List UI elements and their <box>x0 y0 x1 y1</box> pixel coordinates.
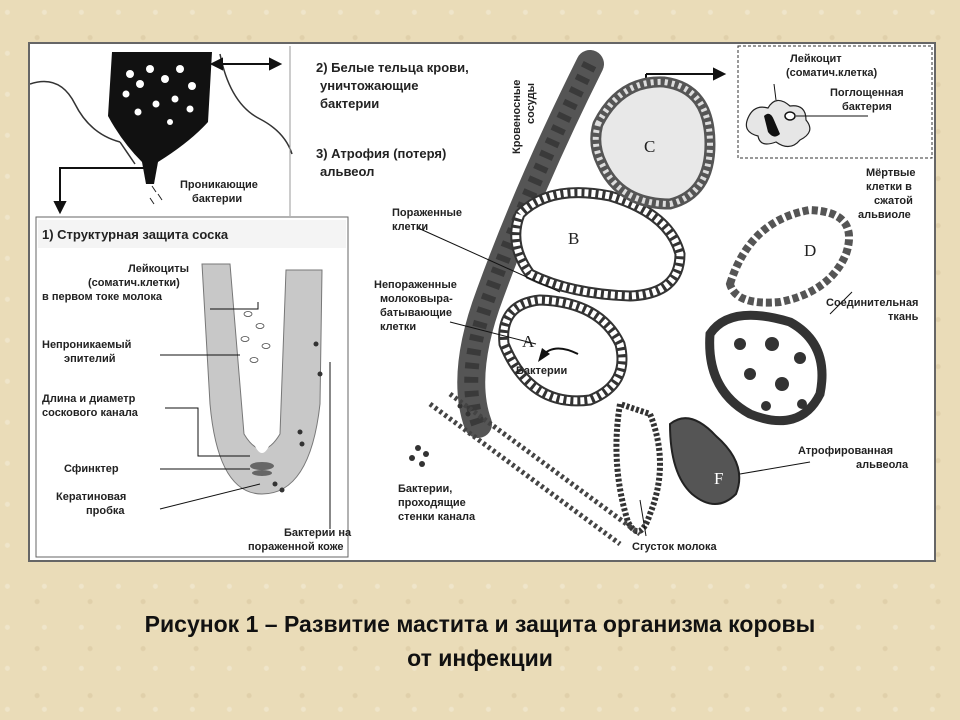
blood-vessels-label-1: Кровеносные <box>511 80 523 154</box>
section3-line1: 3) Атрофия (потеря) <box>316 146 446 161</box>
affected-cells-label-1: Пораженные <box>392 207 462 219</box>
section1-title: 1) Структурная защита соска <box>42 227 229 242</box>
letter-a: A <box>522 332 535 351</box>
leukocyte-cell <box>745 99 811 148</box>
alveolus-a <box>498 294 628 407</box>
alveolus-b <box>510 187 686 302</box>
atrophied-label-2: альвеола <box>856 459 909 471</box>
letter-e: E <box>766 363 776 382</box>
milk-leukocytes <box>240 311 271 363</box>
inset-leader-lines <box>773 83 868 117</box>
sphincter-label: Сфинктер <box>64 463 119 475</box>
letter-b: B <box>568 229 579 248</box>
penetrating-label-1: Проникающие <box>180 179 258 191</box>
mastitis-diagram: A B C D E F 1) Структурная защита соска … <box>30 45 933 558</box>
atrophied-label-1: Атрофированная <box>798 445 893 457</box>
unaffected-label-4: клетки <box>380 321 416 333</box>
alveolus-c <box>590 76 716 210</box>
penetrating-label-2: бактерии <box>192 193 242 205</box>
blood-vessels-label-2: сосуды <box>525 83 537 124</box>
letter-f: F <box>714 469 723 488</box>
connective-label-2: ткань <box>888 311 919 323</box>
canal-bacteria-label-3: стенки канала <box>398 511 476 523</box>
dead-cells-label-4: альвиоле <box>858 209 911 221</box>
leader-lines <box>417 227 853 537</box>
canal-bacteria-label-1: Бактерии, <box>398 483 452 495</box>
udder-drawing <box>30 53 293 165</box>
diagram-panel: A B C D E F 1) Структурная защита соска … <box>28 42 936 562</box>
absorbed-label-1: Поглощенная <box>830 87 904 99</box>
unaffected-label-1: Непораженные <box>374 279 457 291</box>
dead-cells-label-1: Мёртвые <box>866 167 916 179</box>
impermeable-label-1: Непроникаемый <box>42 339 131 351</box>
canal-bacteria-label-2: проходящие <box>398 497 466 509</box>
dead-cells-label-3: сжатой <box>874 195 913 207</box>
section2-line2: уничтожающие <box>320 78 418 93</box>
teat-leader-lines <box>159 302 331 529</box>
canal-length-label-2: соскового канала <box>42 407 139 419</box>
sphincter-mark <box>250 462 274 476</box>
milk-duct <box>613 400 663 535</box>
teat-canal-inner <box>233 274 282 453</box>
section2-line1: 2) Белые тельца крови, <box>316 60 469 75</box>
keratin-label-2: пробка <box>86 505 125 517</box>
connective-label-1: Соединительная <box>826 297 918 309</box>
canal-length-label-1: Длина и диаметр <box>42 393 136 405</box>
gland-lobules <box>122 65 196 125</box>
letter-c: C <box>644 137 655 156</box>
letter-d: D <box>804 241 816 260</box>
labels: 1) Структурная защита соска 2) Белые тел… <box>42 53 919 553</box>
canal-bacteria-dots <box>409 403 471 467</box>
leukocytes-label-3: в первом токе молока <box>42 291 163 303</box>
figure-caption-line1: Рисунок 1 – Развитие мастита и защита ор… <box>144 611 816 637</box>
leukocyte-nucleus <box>764 113 780 137</box>
dead-cells-label-2: клетки в <box>866 181 912 193</box>
alveolus-d <box>725 205 854 307</box>
keratin-label-1: Кератиновая <box>56 491 126 503</box>
skin-bacteria-dots <box>272 341 323 493</box>
absorbed-bacterium <box>784 111 796 121</box>
unaffected-label-3: батывающие <box>380 307 452 319</box>
alveolus-e <box>705 310 827 426</box>
penetrating-arrows <box>149 185 163 205</box>
leukocyte-inset-label-2: (соматич.клетка) <box>786 67 878 79</box>
impermeable-label-2: эпителий <box>64 353 116 365</box>
leukocytes-label-1: Лейкоциты <box>128 263 189 275</box>
alveolus-f <box>668 417 741 505</box>
unaffected-label-2: молоковыра- <box>380 293 453 305</box>
leukocytes-label-2: (соматич.клетки) <box>88 277 180 289</box>
section3-line2: альвеол <box>320 164 374 179</box>
affected-cells-label-2: клетки <box>392 221 428 233</box>
teat <box>142 162 158 184</box>
udder-gland <box>108 52 212 172</box>
section2-line3: бактерии <box>320 96 379 111</box>
skin-bacteria-label-2: пораженной коже <box>248 541 344 553</box>
absorbed-label-2: бактерия <box>842 101 892 113</box>
milk-clot-label: Сгусток молока <box>632 541 718 553</box>
alveolus-letters: A B C D E F <box>522 137 816 488</box>
blood-vessel-core <box>464 60 597 427</box>
bacteria-arrow-head <box>538 348 550 362</box>
skin-bacteria-label-1: Бактерии на <box>284 527 352 539</box>
leukocyte-inset-label-1: Лейкоцит <box>790 53 842 65</box>
figure-caption-line2: от инфекции <box>407 645 553 671</box>
bacteria-label: Бактерии <box>516 365 567 377</box>
teat-title-box <box>38 220 346 248</box>
